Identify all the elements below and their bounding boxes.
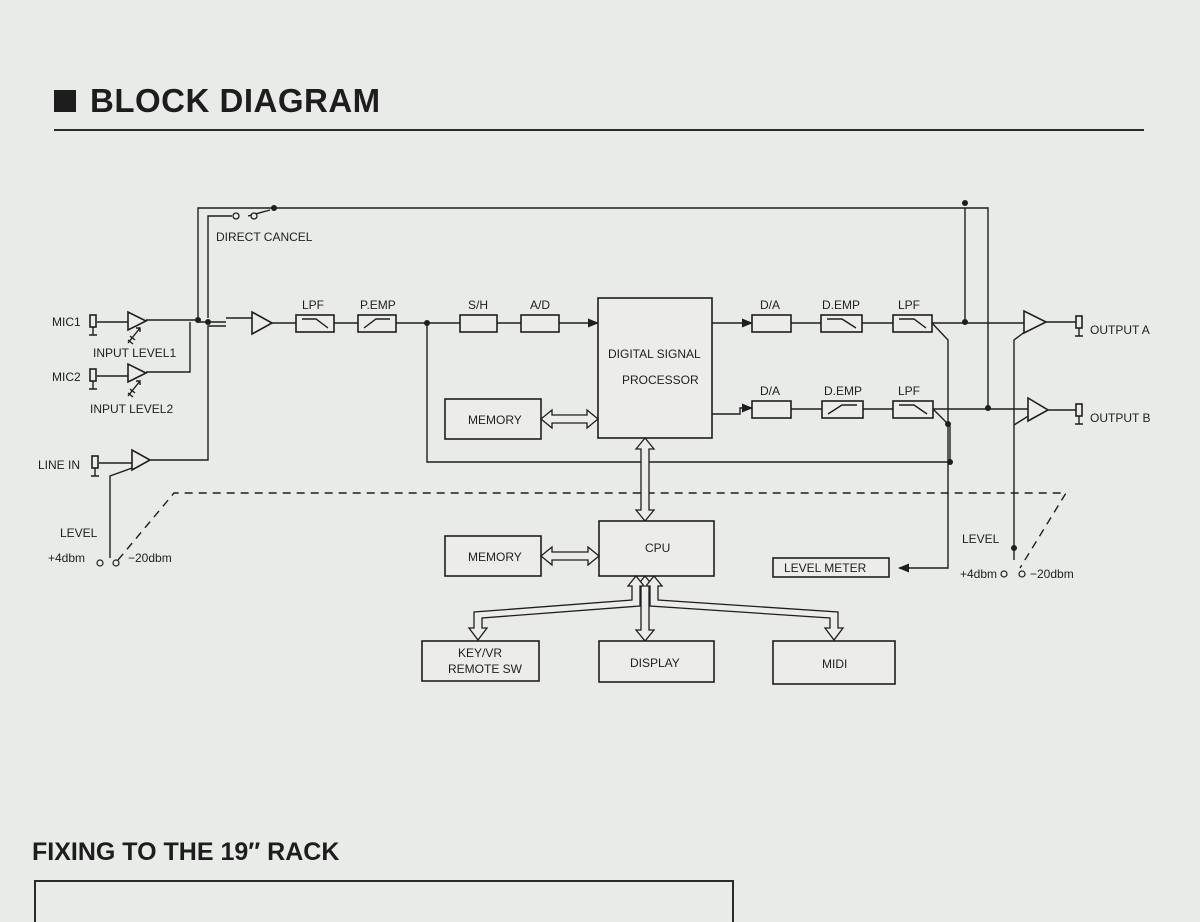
input-level1-vr-icon	[127, 327, 141, 345]
memory-cpu-label: MEMORY	[468, 550, 522, 564]
mic1-amp-icon	[127, 310, 148, 332]
manual-page: BLOCK DIAGRAM	[32, 82, 1150, 922]
output-b-jack-icon	[1075, 403, 1083, 425]
midi-label: MIDI	[822, 657, 847, 671]
memory-cpu-block: MEMORY	[444, 535, 542, 577]
input-level1-label: INPUT LEVEL1	[93, 346, 176, 360]
memory-dsp-block: MEMORY	[444, 398, 542, 440]
level-meter-block: LEVEL METER	[772, 557, 890, 578]
dsp-block: DIGITAL SIGNAL PROCESSOR	[597, 297, 713, 439]
cpu-peripheral-bus-icon	[467, 574, 845, 643]
input-level-low-contact-icon	[112, 559, 120, 567]
direct-cancel-label: DIRECT CANCEL	[216, 230, 313, 244]
rack-figure-frame	[34, 880, 734, 922]
signal-wires	[97, 207, 1076, 573]
memory-dsp-label: MEMORY	[468, 413, 522, 427]
output-level-low-contact-icon	[1018, 570, 1026, 578]
sh-label: S/H	[468, 298, 488, 312]
lpf-a-block: LPF	[892, 298, 933, 333]
lpf-a-label: LPF	[898, 298, 920, 312]
line-in-amp-icon	[131, 448, 152, 472]
cpu-label: CPU	[645, 541, 670, 555]
dsp-label-line2: PROCESSOR	[622, 373, 699, 387]
demp-a-block: D.EMP	[820, 298, 863, 333]
keyvr-block: KEY/VR REMOTE SW	[421, 640, 540, 682]
output-b-amp-icon	[1027, 396, 1050, 423]
dsp-cpu-bus-arrow-icon	[634, 436, 656, 523]
output-a-label: OUTPUT A	[1090, 323, 1150, 337]
direct-cancel-switch: DIRECT CANCEL	[216, 212, 313, 244]
line-in-jack-icon	[91, 455, 99, 477]
da-b-block: D/A	[751, 384, 792, 419]
demp-b-label: D.EMP	[824, 384, 862, 398]
keyvr-label-line1: KEY/VR	[458, 646, 502, 660]
demp-a-label: D.EMP	[822, 298, 860, 312]
input-level2-label: INPUT LEVEL2	[90, 402, 173, 416]
ad-label: A/D	[530, 298, 550, 312]
memory-dsp-bus-arrow-icon	[539, 408, 600, 430]
da-b-label: D/A	[760, 384, 780, 398]
demp-b-block: D.EMP	[821, 384, 864, 419]
level-meter-label: LEVEL METER	[784, 561, 867, 575]
mic1-label: MIC1	[52, 315, 81, 329]
da-a-label: D/A	[760, 298, 780, 312]
lpf-b-label: LPF	[898, 384, 920, 398]
cpu-block: CPU	[598, 520, 715, 577]
display-block: DISPLAY	[598, 640, 715, 683]
midi-block: MIDI	[772, 640, 896, 685]
mic2-jack-icon	[89, 368, 97, 390]
input-level-low-label: −20dbm	[128, 551, 172, 565]
output-level-high-contact-icon	[1000, 570, 1008, 578]
input-level-high-contact-icon	[96, 559, 104, 567]
input-level-high-label: +4dbm	[48, 551, 85, 565]
title-rule	[54, 129, 1144, 131]
ad-block: A/D	[520, 298, 560, 333]
page-title: BLOCK DIAGRAM	[90, 82, 381, 119]
input-level-label: LEVEL	[60, 526, 98, 540]
mic1-jack-icon	[89, 314, 97, 336]
display-label: DISPLAY	[630, 656, 680, 670]
pemp-label: P.EMP	[360, 298, 396, 312]
input-level2-vr-icon	[127, 380, 141, 398]
lpf-b-block: LPF	[892, 384, 934, 419]
block-diagram: DIRECT CANCEL MIC1 MIC2 LINE IN INPUT LE…	[38, 200, 1150, 685]
title-square-icon	[54, 90, 76, 112]
keyvr-label-line2: REMOTE SW	[448, 662, 523, 676]
section-title-rack: FIXING TO THE 19″ RACK	[32, 838, 340, 866]
output-b-label: OUTPUT B	[1090, 411, 1150, 425]
lpf-in-block: LPF	[295, 298, 335, 333]
mic2-label: MIC2	[52, 370, 81, 384]
output-a-amp-icon	[1023, 309, 1048, 335]
dsp-label-line1: DIGITAL SIGNAL	[608, 347, 701, 361]
lpf-in-label: LPF	[302, 298, 324, 312]
output-a-jack-icon	[1075, 315, 1083, 337]
memory-cpu-bus-arrow-icon	[539, 545, 601, 567]
junction-dots	[195, 200, 1017, 551]
da-a-block: D/A	[751, 298, 792, 333]
pemp-block: P.EMP	[357, 298, 397, 333]
output-level-low-label: −20dbm	[1030, 567, 1074, 581]
output-level-high-label: +4dbm	[960, 567, 997, 581]
mic2-amp-icon	[127, 362, 148, 384]
input-mixer-amp-icon	[251, 310, 274, 336]
ganged-control-dashed-line	[117, 492, 1068, 569]
title-row: BLOCK DIAGRAM	[54, 82, 381, 120]
output-level-label: LEVEL	[962, 532, 1000, 546]
sh-block: S/H	[459, 298, 498, 333]
line-in-label: LINE IN	[38, 458, 80, 472]
